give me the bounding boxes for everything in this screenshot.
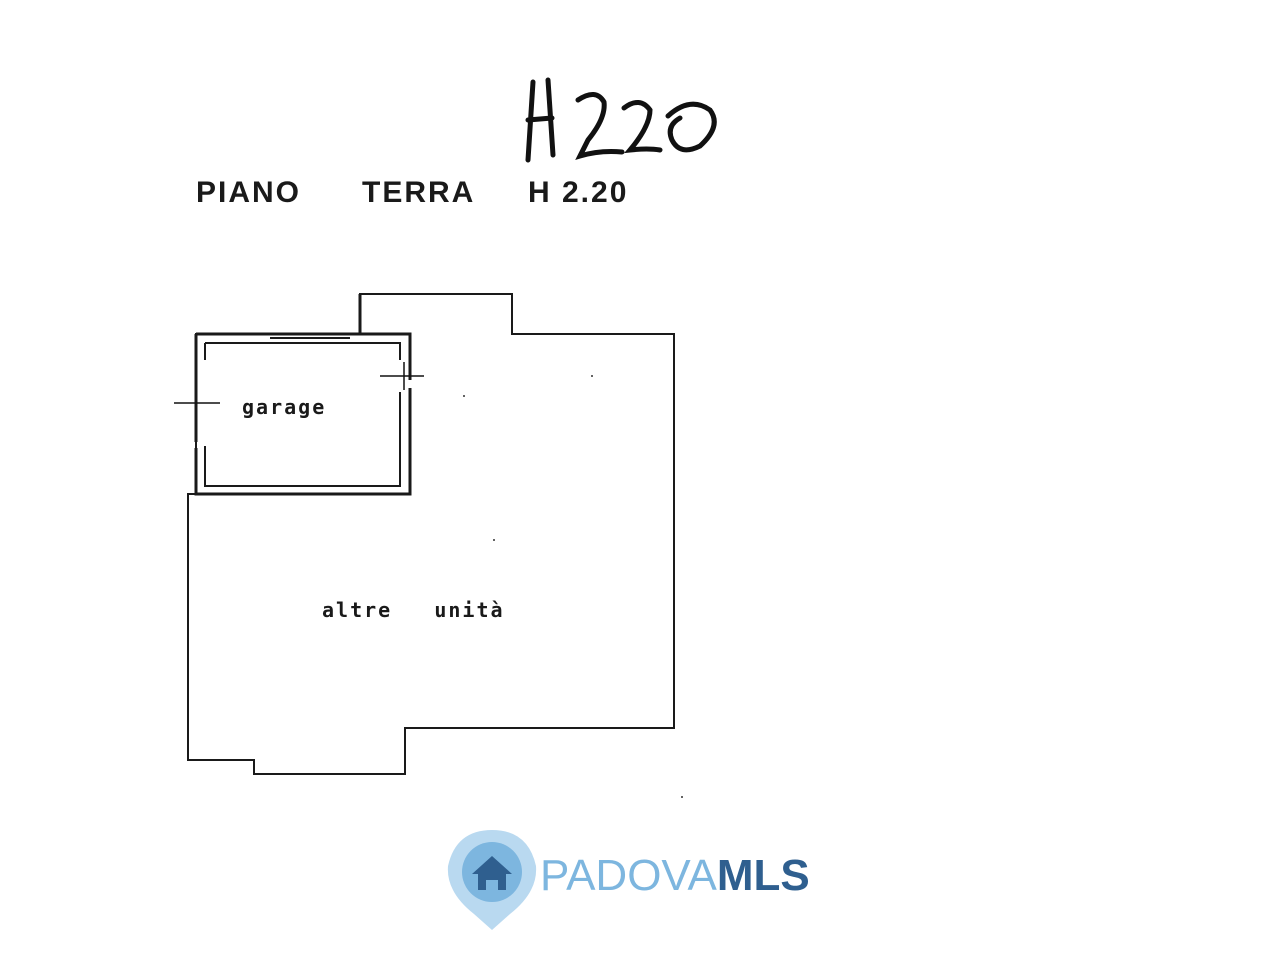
- padovamls-logo: PADOVAMLS: [447, 830, 810, 930]
- garage-label: garage: [242, 395, 326, 419]
- building-outline: [187, 293, 675, 775]
- floor-label-terra: TERRA: [362, 176, 475, 209]
- logo-text-padova: PADOVA: [540, 851, 718, 900]
- garage-room: [174, 294, 424, 496]
- handwritten-height-note: [525, 77, 717, 163]
- other-units-label: altre unità: [322, 598, 505, 622]
- floor-height-label: H 2.20: [528, 176, 628, 209]
- floor-label-piano: PIANO: [196, 176, 301, 209]
- logo-text-mls: MLS: [717, 851, 810, 900]
- logo-text: PADOVAMLS: [540, 851, 810, 900]
- home-pin-icon: [447, 830, 537, 930]
